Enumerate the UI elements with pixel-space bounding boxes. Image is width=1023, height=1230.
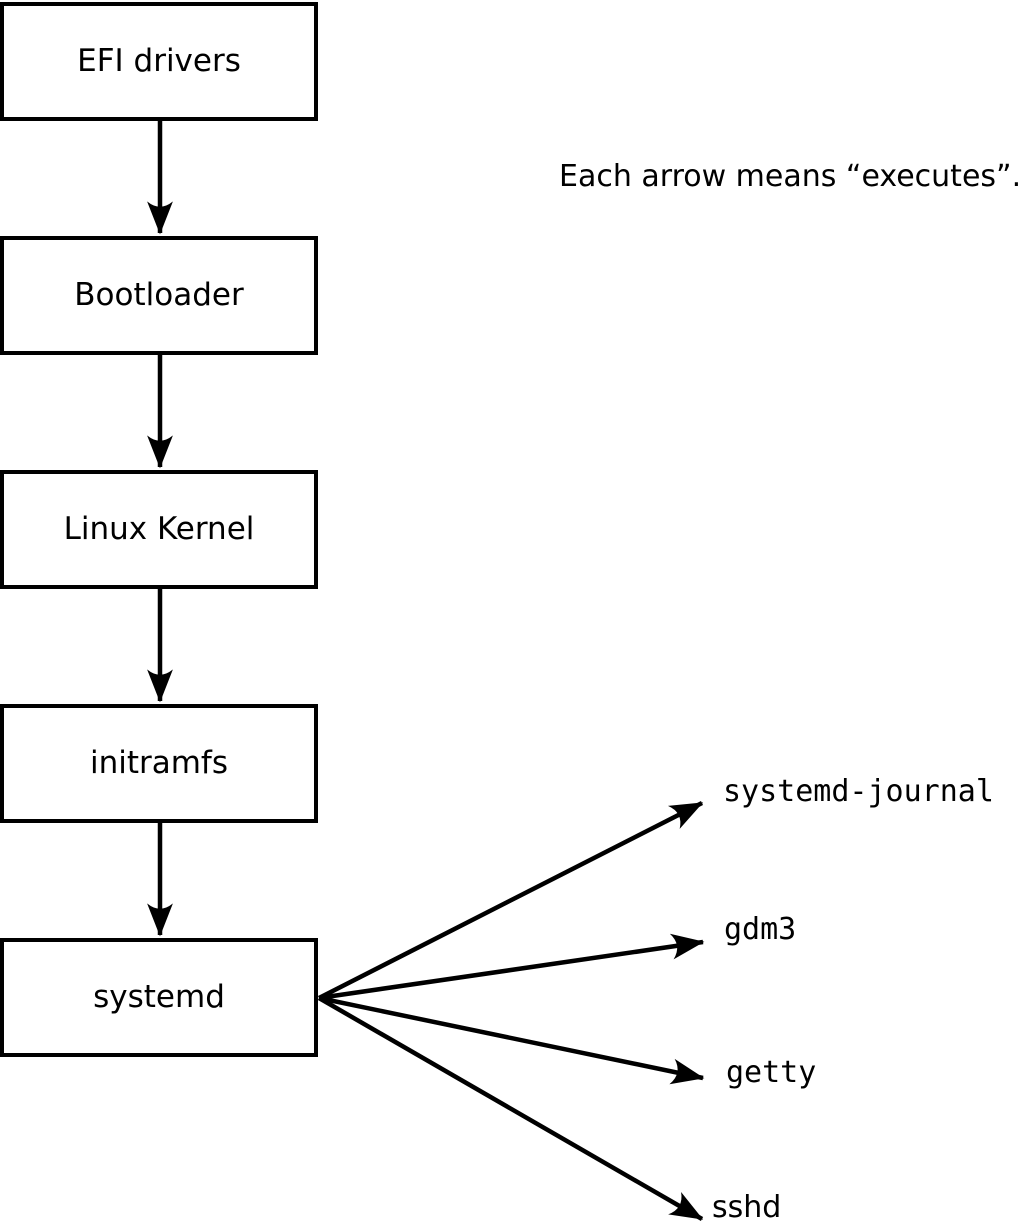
box-bootloader: Bootloader: [0, 236, 318, 355]
box-systemd: systemd: [0, 938, 318, 1057]
caption-arrow-legend: Each arrow means “executes”.: [559, 159, 1022, 194]
box-initramfs-label: initramfs: [89, 745, 229, 781]
arrow-systemd-to-gdm3: [318, 933, 705, 1001]
target-label-systemd-journal: systemd-journal: [723, 774, 994, 809]
arrow-systemd-to-getty: [318, 995, 705, 1085]
arrow-systemd-to-journal: [317, 800, 704, 1001]
target-label-getty: getty: [726, 1055, 817, 1090]
arrow-systemd-to-sshd: [317, 996, 704, 1221]
box-initramfs: initramfs: [0, 704, 318, 823]
box-linux-kernel-label: Linux Kernel: [63, 511, 255, 547]
box-efi-drivers: EFI drivers: [0, 2, 318, 121]
target-label-gdm3: gdm3: [724, 912, 797, 947]
box-bootloader-label: Bootloader: [74, 277, 244, 313]
box-systemd-label: systemd: [93, 979, 225, 1015]
box-efi-drivers-label: EFI drivers: [77, 43, 241, 79]
target-label-sshd: sshd: [712, 1190, 782, 1225]
box-linux-kernel: Linux Kernel: [0, 470, 318, 589]
